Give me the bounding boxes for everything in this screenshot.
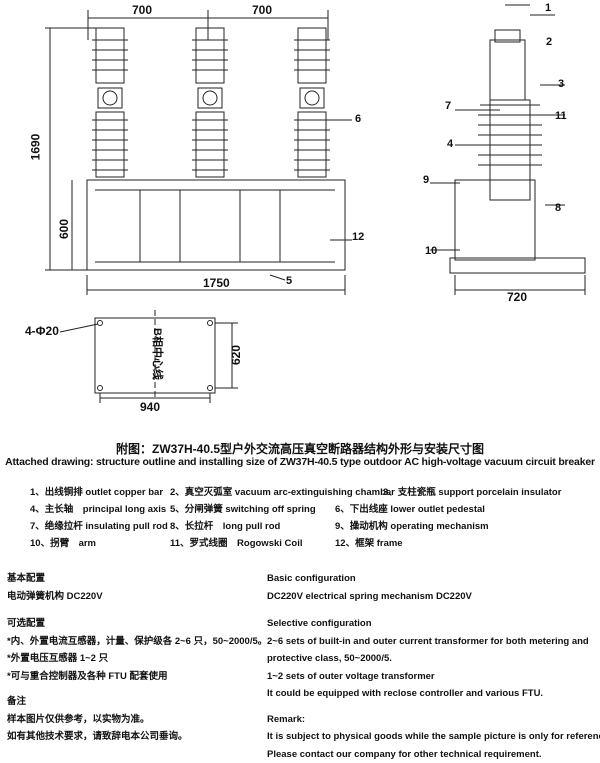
dim-top-right: 700 xyxy=(252,3,272,17)
legend-item: 3、支柱瓷瓶 support porcelain insulator xyxy=(383,484,561,498)
pole-a xyxy=(92,28,128,177)
config-en: Basic configuration DC220V electrical sp… xyxy=(267,570,600,763)
callout-2: 2 xyxy=(546,36,552,48)
legend-item: 6、下出线座 lower outlet pedestal xyxy=(335,501,485,515)
optional-title-en: Selective configuration xyxy=(267,615,600,633)
remark-line-cn: 样本图片仅供参考，以实物为准。 xyxy=(7,711,267,729)
callout-5: 5 xyxy=(286,275,292,287)
callout-12: 12 xyxy=(352,231,364,243)
optional-line-en: 1~2 sets of outer voltage transformer xyxy=(267,668,600,686)
callout-11: 11 xyxy=(555,110,567,122)
dim-width: 1750 xyxy=(203,276,230,290)
legend-item: 2、真空灭弧室 vacuum arc-extinguishing chamber xyxy=(170,484,395,498)
dim-frame-height: 600 xyxy=(57,219,71,239)
callout-4: 4 xyxy=(447,138,453,150)
callout-6: 6 xyxy=(355,113,361,125)
callout-3: 3 xyxy=(558,78,564,90)
remark-line-cn: 如有其他技术要求，请致辞电本公司垂询。 xyxy=(7,728,267,746)
callout-8: 8 xyxy=(555,202,561,214)
legend-item: 12、框架 frame xyxy=(335,535,403,549)
optional-line-cn: *内、外置电流互感器，计量、保护级各 2~6 只，50~2000/5。 xyxy=(7,633,267,651)
dim-plan-depth: 620 xyxy=(229,345,243,365)
caption-title-en: Attached drawing: structure outline and … xyxy=(0,456,600,468)
callout-7: 7 xyxy=(445,100,451,112)
callout-1: 1 xyxy=(545,2,551,14)
pole-c xyxy=(294,28,330,177)
technical-drawing xyxy=(0,0,600,430)
legend-item: 4、主长轴 principal long axis xyxy=(30,501,166,515)
remark-line-en: Please contact our company for other tec… xyxy=(267,746,600,763)
legend-item: 9、操动机构 operating mechanism xyxy=(335,518,489,532)
remark-title-en: Remark: xyxy=(267,711,600,729)
basic-line-en: DC220V electrical spring mechanism DC220… xyxy=(267,588,600,606)
callout-10: 10 xyxy=(425,245,437,257)
optional-line-cn: *外置电压互感器 1~2 只 xyxy=(7,650,267,668)
legend-item: 8、长拉杆 long pull rod xyxy=(170,518,280,532)
dim-height: 1690 xyxy=(28,134,42,161)
legend-item: 10、拐臂 arm xyxy=(30,535,96,549)
optional-line-cn: *可与重合控制器及各种 FTU 配套使用 xyxy=(7,668,267,686)
dim-side-width: 720 xyxy=(507,290,527,304)
caption-title-cn: 附图：ZW37H-40.5型户外交流高压真空断路器结构外形与安装尺寸图 xyxy=(0,440,600,457)
basic-line-cn: 电动弹簧机构 DC220V xyxy=(7,588,267,606)
optional-line-en: 2~6 sets of built-in and outer current t… xyxy=(267,633,600,651)
dim-holes: 4-Φ20 xyxy=(25,324,59,338)
legend-item: 11、罗式线圈 Rogowski Coil xyxy=(170,535,303,549)
callout-9: 9 xyxy=(423,174,429,186)
legend-item: 5、分闸弹簧 switching off spring xyxy=(170,501,316,515)
optional-line-en: It could be equipped with reclose contro… xyxy=(267,685,600,703)
frame xyxy=(87,180,345,270)
remark-title-cn: 备注 xyxy=(7,693,267,711)
config-cn: 基本配置 电动弹簧机构 DC220V 可选配置 *内、外置电流互感器，计量、保护… xyxy=(7,570,267,746)
remark-line-en: It is subject to physical goods while th… xyxy=(267,728,600,746)
legend-item: 1、出线铜排 outlet copper bar xyxy=(30,484,163,498)
pole-b xyxy=(192,28,228,177)
center-line-label: B相中心线 xyxy=(150,328,166,380)
optional-line-en: protective class, 50~2000/5. xyxy=(267,650,600,668)
dim-plan-width: 940 xyxy=(140,400,160,414)
basic-title-en: Basic configuration xyxy=(267,570,600,588)
basic-title-cn: 基本配置 xyxy=(7,570,267,588)
optional-title-cn: 可选配置 xyxy=(7,615,267,633)
legend-item: 7、绝缘拉杆 insulating pull rod xyxy=(30,518,168,532)
dim-top-left: 700 xyxy=(132,3,152,17)
